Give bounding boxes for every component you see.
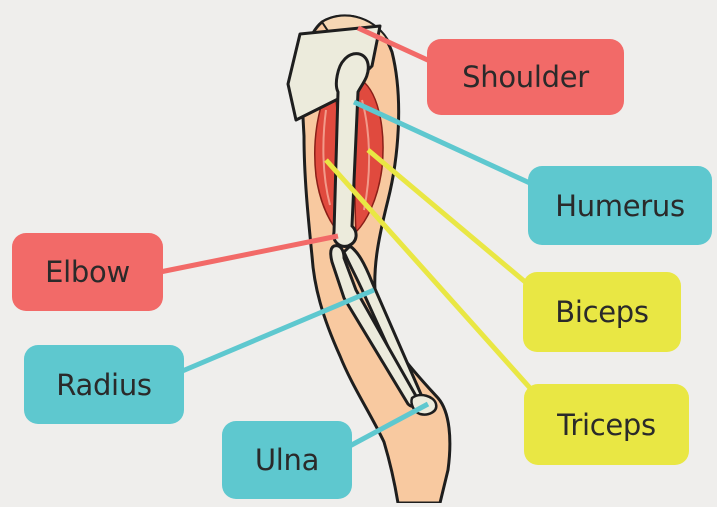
elbow-label: Elbow — [12, 233, 163, 311]
humerus-label: Humerus — [528, 166, 712, 245]
biceps-label: Biceps — [523, 272, 681, 352]
ulna-label: Ulna — [222, 421, 352, 499]
radius-label: Radius — [24, 345, 184, 424]
triceps-label: Triceps — [524, 384, 689, 465]
shoulder-label: Shoulder — [427, 39, 624, 115]
